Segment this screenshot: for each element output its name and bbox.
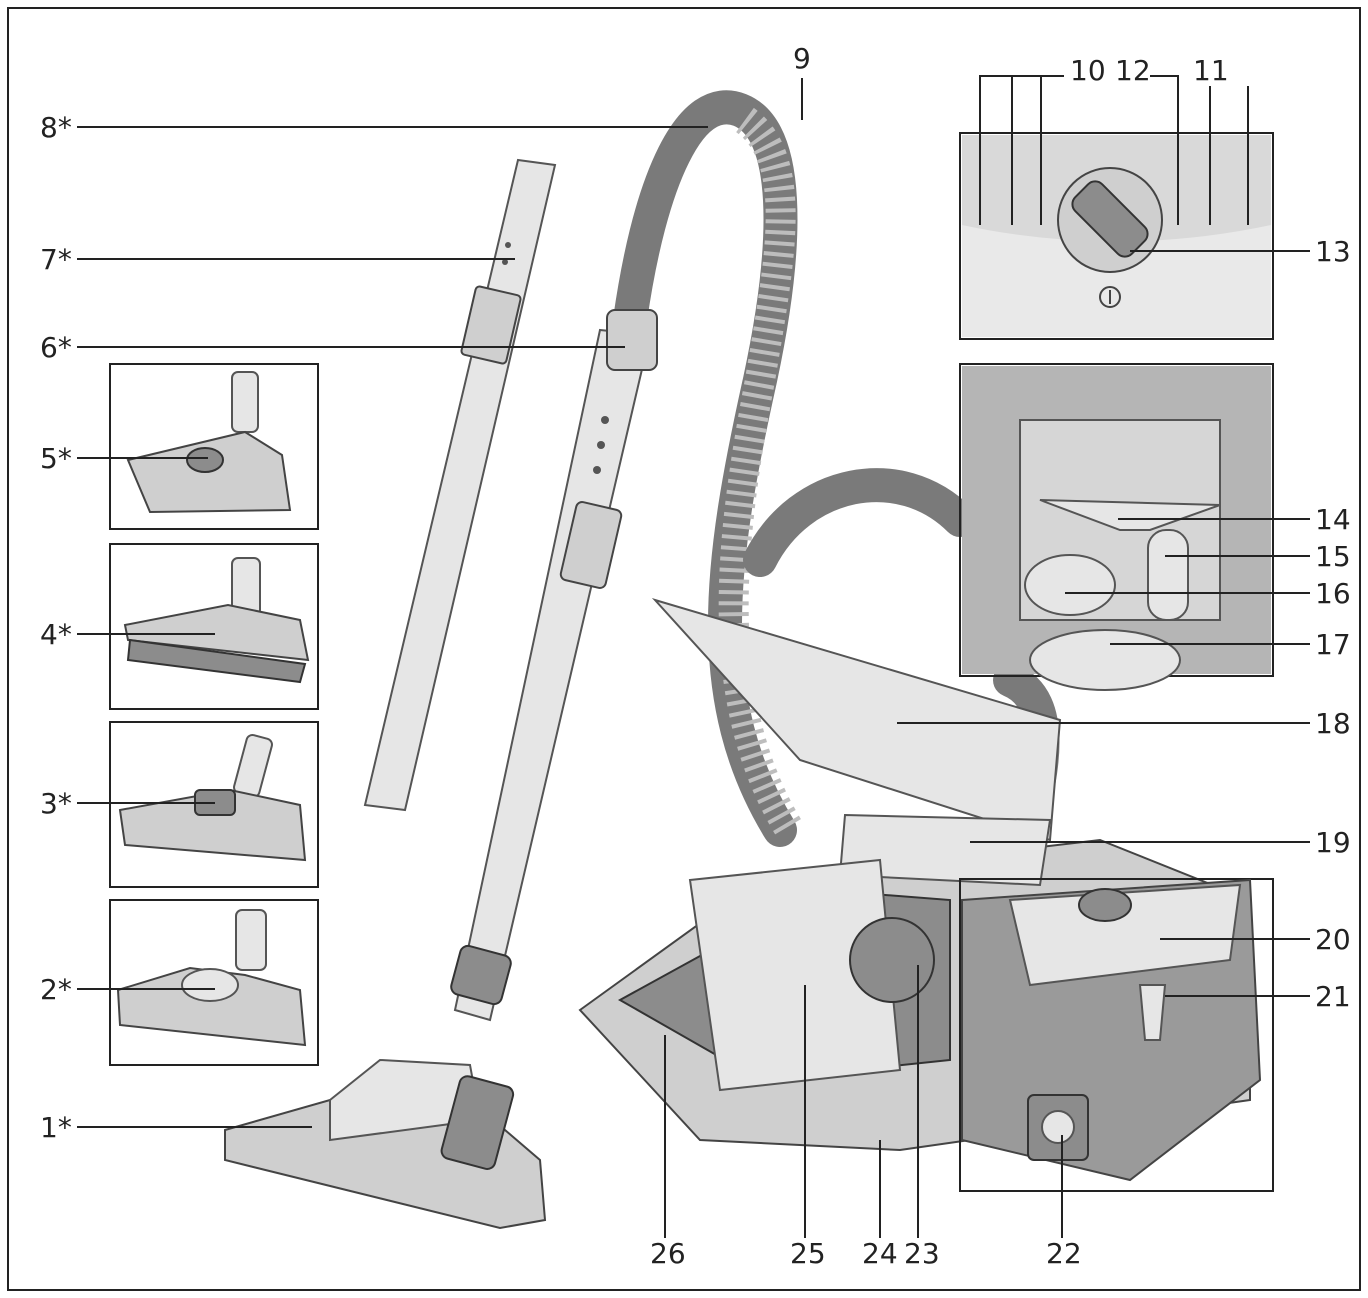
bag-compartment-inset [959, 363, 1274, 691]
accessory-box-2 [109, 899, 319, 1066]
label-7: 7* [40, 243, 72, 276]
upholstery-nozzle-icon [118, 734, 307, 862]
outer-frame [7, 7, 1361, 1291]
label-12: 12 [1115, 54, 1151, 87]
label-4: 4* [40, 618, 72, 651]
label-22: 22 [1046, 1237, 1082, 1270]
leader-lines [77, 75, 1310, 1238]
label-10: 10 [1070, 54, 1106, 87]
label-2: 2* [40, 973, 72, 1006]
accessory-box-3 [109, 721, 319, 888]
label-23: 23 [904, 1237, 940, 1270]
label-26: 26 [650, 1237, 686, 1270]
label-18: 18 [1315, 707, 1351, 740]
mains-plug-icon [1027, 1094, 1089, 1161]
wand-icon [450, 309, 658, 1022]
power-dial-icon [1057, 167, 1163, 273]
accessory-box-4 [109, 543, 319, 710]
label-6: 6* [40, 331, 72, 364]
callout-labels: 8* 7* 6* 5* 4* 3* 2* 1* 9 10 12 11 13 14… [40, 42, 1351, 1270]
dust-bag-icon [688, 858, 902, 1092]
floor-nozzle-small-icon [116, 909, 307, 1047]
label-9: 9 [793, 42, 811, 75]
hard-floor-nozzle-icon [123, 557, 310, 684]
label-11: 11 [1193, 54, 1229, 87]
label-5: 5* [40, 442, 72, 475]
label-24: 24 [862, 1237, 898, 1270]
label-3: 3* [40, 787, 72, 820]
label-1: 1* [40, 1111, 72, 1144]
telescopic-tube-icon [363, 158, 557, 812]
control-panel-inset [959, 132, 1274, 340]
label-20: 20 [1315, 923, 1351, 956]
floor-nozzle-icon [224, 1058, 547, 1230]
label-14: 14 [1315, 503, 1351, 536]
label-25: 25 [790, 1237, 826, 1270]
label-21: 21 [1315, 980, 1351, 1013]
label-8: 8* [40, 111, 72, 144]
label-17: 17 [1315, 628, 1351, 661]
label-16: 16 [1315, 577, 1351, 610]
accessory-box-5 [109, 363, 319, 530]
rear-body-inset [959, 878, 1274, 1192]
label-15: 15 [1315, 540, 1351, 573]
filter-icon [838, 813, 1052, 887]
label-13: 13 [1315, 235, 1351, 268]
turbo-brush-icon [126, 371, 292, 514]
label-19: 19 [1315, 826, 1351, 859]
